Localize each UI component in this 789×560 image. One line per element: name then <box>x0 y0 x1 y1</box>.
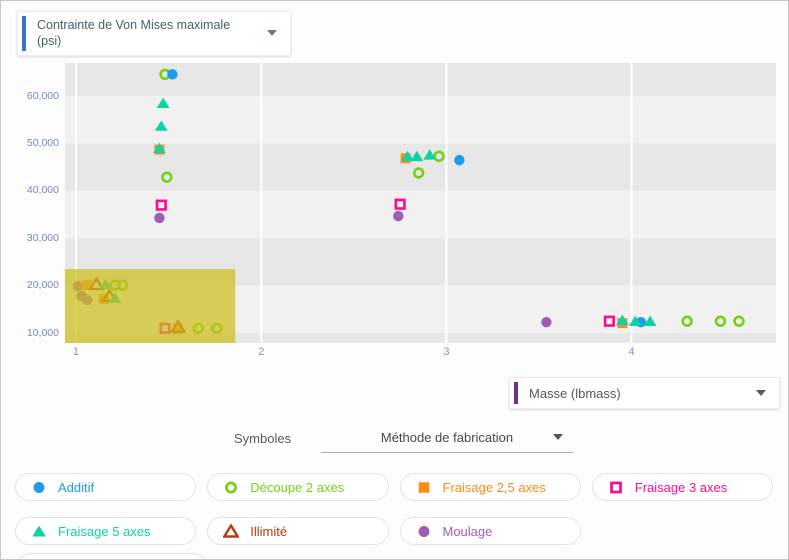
data-point-moulage[interactable] <box>393 210 404 222</box>
x-tick-label: 4 <box>628 346 635 358</box>
legend-chip-label: Additif <box>58 479 95 495</box>
additif-marker-icon <box>33 482 45 493</box>
data-point-decoupe-2-axes[interactable] <box>433 150 445 163</box>
plot-band <box>65 96 776 144</box>
y-tick-label: 10,000 <box>26 326 59 339</box>
x-axis-dropdown[interactable]: Masse (lbmass) <box>509 377 780 409</box>
selection-region[interactable] <box>65 269 236 343</box>
illimite-marker-icon <box>223 523 240 538</box>
legend-chip-moulage[interactable]: Moulage <box>399 517 581 545</box>
x-tick-label: 2 <box>258 346 265 358</box>
data-point-fraisage-3-axes[interactable] <box>603 315 615 327</box>
data-point-fraisage-5-axes[interactable] <box>628 315 642 326</box>
plot-band <box>65 333 776 343</box>
chevron-down-icon <box>756 390 766 396</box>
decoupe-2-axes-marker-icon <box>225 481 238 494</box>
legend-chip-fraisage-3-axes[interactable]: Fraisage 3 axes <box>591 473 773 501</box>
legend-chip-label: Fraisage 3 axes <box>634 479 728 495</box>
data-point-fraisage-5-axes[interactable] <box>401 150 414 162</box>
data-point-decoupe-2-axes[interactable] <box>161 171 173 183</box>
plot-band <box>65 190 776 239</box>
x-axis-accent-bar <box>514 382 518 404</box>
y-tick-label: 60,000 <box>26 89 59 102</box>
legend-chip-illimite[interactable]: Illimité <box>207 517 389 545</box>
symbols-label: Symboles <box>234 431 292 446</box>
x-axis-dropdown-label: Masse (lbmass) <box>529 385 621 401</box>
data-point-decoupe-2-axes[interactable] <box>714 315 727 327</box>
data-point-decoupe-2-axes[interactable] <box>733 315 745 327</box>
data-point-decoupe-2-axes[interactable] <box>412 167 425 179</box>
x-tick-label: 3 <box>443 346 450 358</box>
fraisage-5-axes-marker-icon <box>32 525 46 537</box>
data-point-fraisage-5-axes[interactable] <box>615 314 629 326</box>
legend-chip-label: Fraisage 5 axes <box>58 523 151 539</box>
symbols-dropdown[interactable]: Méthode de fabrication <box>321 422 573 453</box>
legend-chip-label: Illimité <box>250 523 288 539</box>
y-tick-label: 20,000 <box>26 279 59 292</box>
x-tick-label: 1 <box>73 346 80 358</box>
data-point-fraisage-5-axes[interactable] <box>410 150 424 162</box>
legend-chip-partial[interactable] <box>17 553 207 559</box>
symbols-dropdown-value: Méthode de fabrication <box>380 429 514 445</box>
moulage-marker-icon <box>418 526 429 537</box>
data-point-fraisage-5-axes[interactable] <box>643 315 657 326</box>
data-point-additif[interactable] <box>454 154 465 166</box>
fraisage-2-5-axes-marker-icon <box>418 482 429 493</box>
legend-chip-label: Moulage <box>442 523 493 539</box>
fraisage-3-axes-marker-icon <box>609 481 622 494</box>
data-point-moulage[interactable] <box>541 316 552 328</box>
data-point-fraisage-5-axes[interactable] <box>154 120 168 131</box>
data-point-fraisage-5-axes[interactable] <box>153 142 166 154</box>
data-point-decoupe-2-axes[interactable] <box>681 315 693 327</box>
data-point-fraisage-3-axes[interactable] <box>155 199 167 211</box>
chevron-down-icon <box>553 434 563 440</box>
legend-chip-fraisage-5-axes[interactable]: Fraisage 5 axes <box>15 517 197 545</box>
plot-band <box>65 143 776 191</box>
y-tick-label: 50,000 <box>26 137 59 150</box>
chevron-down-icon <box>267 30 277 37</box>
data-point-fraisage-3-axes[interactable] <box>394 198 406 210</box>
legend-chip-decoupe-2-axes[interactable]: Découpe 2 axes <box>207 473 389 501</box>
y-tick-label: 30,000 <box>26 231 59 244</box>
y-axis-dropdown[interactable]: Contrainte de Von Mises maximale (psi) <box>17 11 291 56</box>
legend-chip-label: Fraisage 2,5 axes <box>442 479 546 495</box>
legend-chip-fraisage-2-5-axes[interactable]: Fraisage 2,5 axes <box>399 473 581 501</box>
legend-chip-label: Découpe 2 axes <box>250 479 345 495</box>
legend-chip-additif[interactable]: Additif <box>15 473 197 501</box>
data-point-fraisage-5-axes[interactable] <box>156 97 170 109</box>
data-point-moulage[interactable] <box>154 212 165 224</box>
y-tick-label: 40,000 <box>26 184 59 197</box>
data-point-additif[interactable] <box>167 69 178 80</box>
plot-band <box>65 63 776 97</box>
data-point-fraisage-5-axes[interactable] <box>423 149 437 160</box>
y-axis-accent-bar <box>22 16 26 51</box>
scatter-plot[interactable] <box>65 63 776 343</box>
y-axis-dropdown-label: Contrainte de Von Mises maximale (psi) <box>37 18 231 49</box>
